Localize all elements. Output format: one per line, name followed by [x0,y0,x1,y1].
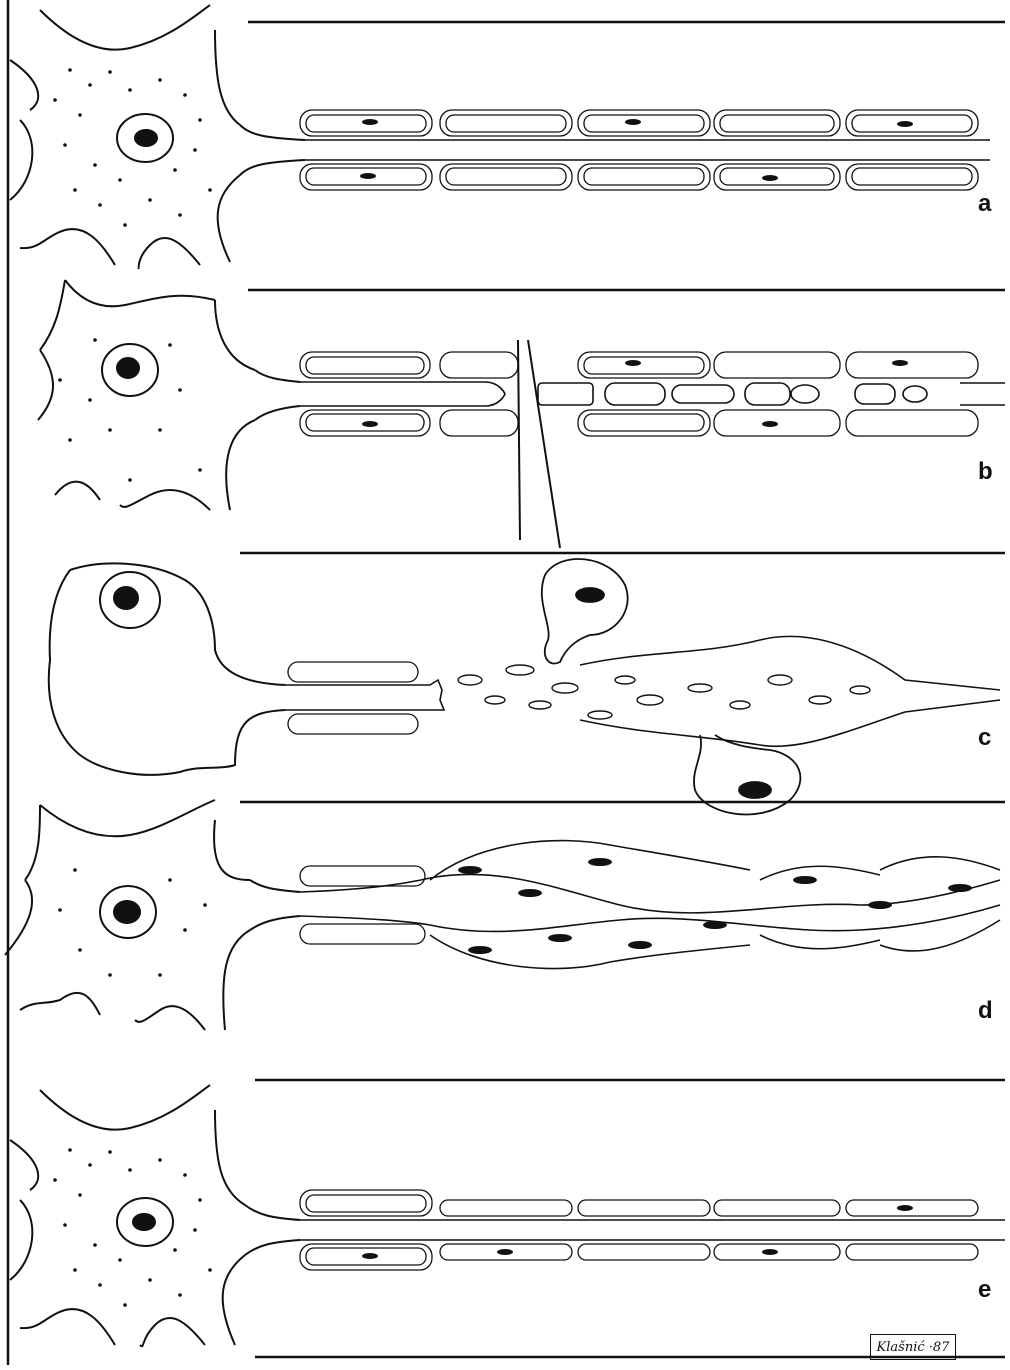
panel-d-neuron [5,800,300,1030]
panel-b-nucleolus [117,358,139,378]
panel-c-macrophage-top [542,559,628,664]
panel-a-axon [305,140,990,160]
panel-d-schwann-cells [430,841,1000,969]
panel-a-schwann-nuclei [360,119,913,181]
panel-b-soma-outline [38,280,255,510]
panel-d-axon-hillock [250,880,300,930]
panel-b-schwann-nuclei [362,360,908,427]
panel-c-soma-outline [49,563,285,774]
panel-d-nucleolus [114,901,140,923]
panel-e-nucleolus [133,1214,155,1230]
panel-d-schwann-nuclei [458,858,972,954]
panel-b-neuron [38,280,300,510]
panel-c-nucleolus [114,587,138,609]
panel-c-myelin-segments [288,662,418,734]
panel-label-a: a [978,190,991,218]
artist-signature: Klašnić ·87 [870,1334,956,1360]
panel-e-schwann-nuclei [362,1205,913,1259]
panel-label-d: d [978,997,993,1025]
panel-d-myelin-segments [300,866,425,944]
panel-label-c: c [978,724,991,752]
panel-d-axon [300,874,1000,931]
panel-c-debris-fragments [458,665,870,719]
panel-c-schwann-band [580,636,1000,746]
panel-c-neuron [49,563,285,774]
panel-c-axon-proximal [285,680,444,710]
panel-e-soma-outline [10,1085,245,1346]
panel-e-neuron [10,1085,300,1346]
panel-a-nucleolus [135,130,157,146]
panel-e-soma-granules [53,1148,212,1307]
panel-e-axon-hillock [245,1205,300,1255]
panel-a-soma-granules [53,68,212,227]
panel-b-axon-distal [538,383,1005,405]
panel-b-scissors-blade [518,340,560,548]
panel-e-axon [300,1220,1005,1240]
panel-a-soma-outline [10,5,240,268]
panel-b-axon-proximal [300,382,505,406]
panel-a-axon-hillock [240,125,305,175]
panel-label-e: e [978,1276,991,1304]
panel-e-myelin-segments [300,1190,978,1270]
panel-label-b: b [978,458,993,486]
panel-b-axon-hillock [255,370,300,420]
panel-a-neuron [10,5,305,268]
